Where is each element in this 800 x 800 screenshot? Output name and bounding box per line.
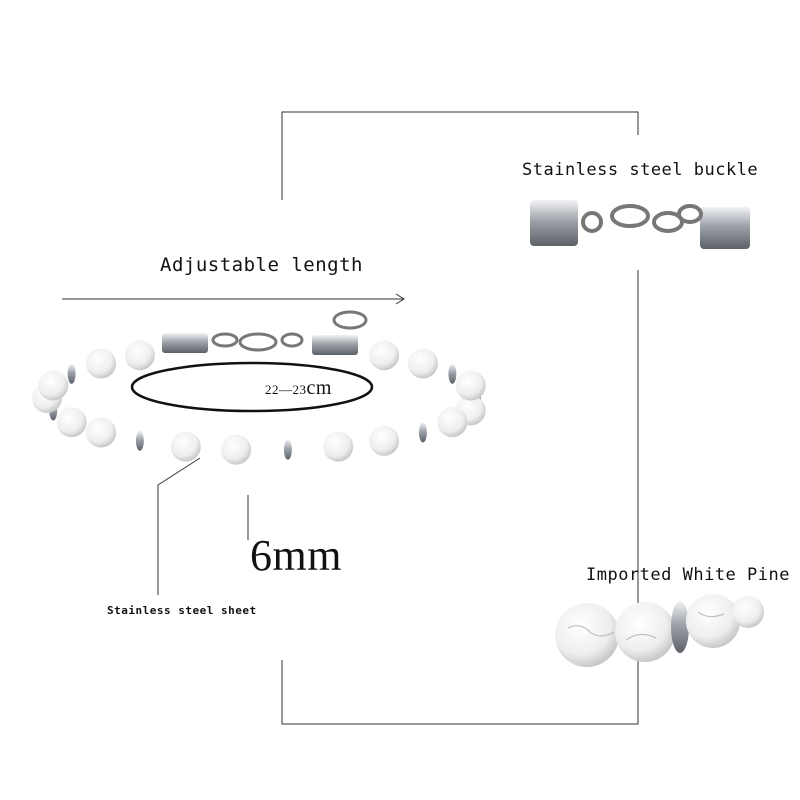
stainless-steel-buckle-label: Stainless steel buckle (522, 160, 759, 180)
clasp-cap-left (162, 333, 208, 353)
white-bead (38, 370, 69, 401)
size-ellipse (130, 361, 374, 413)
clasp-chain (280, 332, 304, 348)
white-bead (369, 340, 400, 371)
white-bead (437, 407, 468, 438)
adjustable-length-label: Adjustable length (160, 254, 363, 276)
stainless-steel-sheet-label: Stainless steel sheet (107, 604, 257, 617)
steel-spacer (448, 363, 457, 384)
clasp-tag (332, 310, 368, 330)
steel-spacer (283, 439, 292, 460)
steel-spacer (418, 422, 427, 443)
white-bead (323, 431, 354, 462)
bracelet (32, 310, 486, 465)
frame-lines (157, 111, 639, 725)
clasp-cap-right (312, 335, 358, 355)
white-bead (407, 348, 438, 379)
bead-size-label: 6mm (250, 531, 342, 580)
white-bead (124, 340, 155, 371)
steel-spacer (135, 430, 144, 451)
size-range-label: 22—23cm (265, 377, 332, 400)
bead-closeup (555, 594, 764, 667)
size-range-value: 22—23 (265, 382, 307, 397)
white-bead (56, 407, 87, 438)
imported-white-pine-label: Imported White Pine (586, 565, 790, 585)
white-bead (170, 431, 201, 462)
white-bead (369, 425, 400, 456)
clasp-lobster (238, 332, 278, 352)
buckle-closeup (530, 200, 750, 249)
white-bead (221, 434, 252, 465)
size-unit: cm (306, 377, 332, 399)
adjustable-arrow (62, 293, 405, 305)
white-bead (86, 417, 117, 448)
clasp-ring (211, 332, 239, 348)
white-bead (455, 370, 486, 401)
white-bead (86, 348, 117, 379)
steel-spacer (67, 363, 76, 384)
